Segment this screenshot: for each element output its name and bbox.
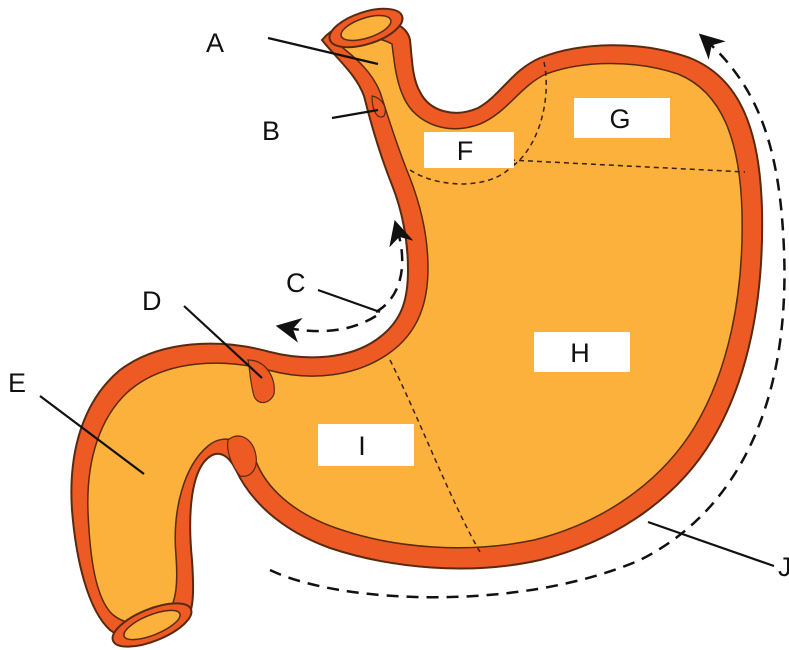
leader-C <box>318 290 380 312</box>
label-A: A <box>206 28 224 58</box>
label-I: I <box>358 431 366 461</box>
label-D: D <box>142 286 162 316</box>
label-G: G <box>609 104 630 134</box>
label-H: H <box>570 338 590 368</box>
lesser-curvature-arrow <box>376 232 402 312</box>
label-box-I <box>318 424 414 466</box>
label-C: C <box>286 268 306 298</box>
label-E: E <box>8 368 26 398</box>
lesser-curvature-arrow-left <box>288 316 376 331</box>
label-J: J <box>778 552 789 582</box>
label-B: B <box>262 116 280 146</box>
label-F: F <box>457 136 474 166</box>
